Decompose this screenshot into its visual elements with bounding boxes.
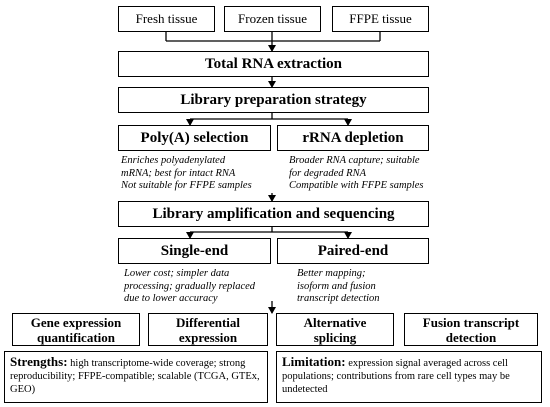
note-line: Better mapping;	[297, 268, 366, 279]
app-line: Gene expression	[30, 314, 122, 330]
app-line: splicing	[313, 329, 357, 345]
differential-expression-box: Differential expression	[148, 313, 268, 346]
app-line: expression	[178, 329, 238, 345]
paired-end-note: Better mapping; isoform and fusion trans…	[297, 268, 380, 306]
strengths-heading: Strengths:	[10, 354, 68, 369]
sample-frozen-tissue: Frozen tissue	[224, 6, 321, 32]
note-line: Not suitable for FFPE samples	[121, 180, 252, 191]
note-line: mRNA; best for intact RNA	[121, 167, 236, 179]
note-line: Broader RNA capture; suitable	[289, 155, 420, 166]
fusion-transcript-detection-box: Fusion transcript detection	[404, 313, 538, 346]
sample-fresh-tissue: Fresh tissue	[118, 6, 215, 32]
limitation-heading: Limitation:	[282, 354, 346, 369]
note-line: Compatible with FFPE samples	[289, 180, 424, 191]
polya-selection-note: Enriches polyadenylated mRNA; best for i…	[121, 155, 252, 193]
total-rna-extraction-box: Total RNA extraction	[118, 51, 429, 77]
single-end-note: Lower cost; simpler data processing; gra…	[124, 268, 255, 306]
amplification-sequencing-box: Library amplification and sequencing	[118, 201, 429, 227]
note-line: for degraded RNA	[289, 167, 366, 179]
strengths-box: Strengths: high transcriptome-wide cover…	[4, 351, 268, 403]
paired-end-box: Paired-end	[277, 238, 429, 264]
polya-selection-box: Poly(A) selection	[118, 125, 271, 151]
sample-ffpe-tissue: FFPE tissue	[332, 6, 429, 32]
app-line: Alternative	[303, 314, 367, 330]
app-line: quantification	[36, 329, 115, 345]
single-end-box: Single-end	[118, 238, 271, 264]
limitation-text: expression signal averaged across cell p…	[282, 358, 510, 395]
app-line: Differential	[175, 314, 241, 330]
note-line: processing; gradually replaced	[124, 280, 256, 292]
strengths-text: high transcriptome-wide coverage; strong…	[10, 358, 260, 395]
alternative-splicing-box: Alternative splicing	[276, 313, 394, 346]
app-line: Fusion transcript	[422, 314, 520, 330]
note-line: transcript detection	[297, 293, 380, 304]
rrna-depletion-box: rRNA depletion	[277, 125, 429, 151]
app-line: detection	[445, 329, 497, 345]
note-line: Enriches polyadenylated	[121, 155, 226, 166]
library-preparation-strategy-box: Library preparation strategy	[118, 87, 429, 113]
rrna-depletion-note: Broader RNA capture; suitable for degrad…	[289, 155, 423, 193]
limitation-box: Limitation: expression signal averaged a…	[276, 351, 542, 403]
note-line: isoform and fusion	[297, 280, 376, 292]
note-line: Lower cost; simpler data	[124, 268, 230, 279]
gene-expression-quantification-box: Gene expression quantification	[12, 313, 140, 346]
note-line: due to lower accuracy	[124, 293, 218, 304]
